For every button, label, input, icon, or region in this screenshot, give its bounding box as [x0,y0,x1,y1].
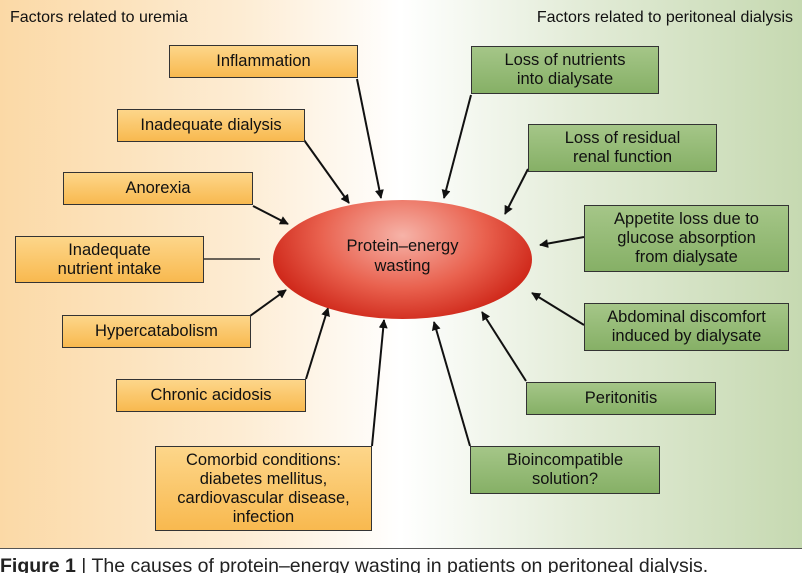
factor-label: Anorexia [125,179,191,197]
dialysis-factors-header: Factors related to peritoneal dialysis [536,9,793,26]
factor-chronic-acidosis: Chronic acidosis [116,379,306,412]
caption-body: The causes of protein–energy wasting in … [91,555,709,573]
factor-label: Hypercatabolism [95,322,218,340]
arrow-hypercatabolism [249,289,287,317]
figure-label: Figure 1 [0,555,76,573]
factor-loss-of-residual-renal-function: Loss of residual renal function [528,124,717,172]
factor-peritonitis: Peritonitis [526,382,716,415]
arrow-layer [204,78,585,447]
figure-caption: Figure 1 | The causes of protein–energy … [0,548,802,573]
protein-energy-wasting-label: Protein–energy wasting [346,236,459,275]
factor-bioincompatible-solution: Bioincompatible solution? [470,446,660,494]
factor-appetite-loss: Appetite loss due to glucose absorption … [584,205,789,272]
arrow-peritonitis [481,311,527,382]
factor-label: Bioincompatible solution? [506,451,624,488]
factor-label: Appetite loss due to glucose absorption … [614,210,759,266]
factor-label: Inadequate nutrient intake [57,240,162,278]
diagram-canvas: Factors related to uremia Factors relate… [0,0,802,548]
arrow-chronic-acidosis [305,307,330,380]
factor-abdominal-discomfort: Abdominal discomfort induced by dialysat… [584,303,789,351]
factor-label: Inadequate dialysis [140,116,282,134]
arrow-appetite-loss [539,236,585,248]
factor-loss-of-nutrients: Loss of nutrients into dialysate [471,46,659,94]
factor-label: Inflammation [216,52,311,70]
arrow-inflammation [356,78,384,199]
factor-inadequate-dialysis: Inadequate dialysis [117,109,305,142]
arrow-anorexia [252,205,289,225]
factor-label: Peritonitis [584,389,658,407]
arrow-inadequate-dialysis [303,139,350,204]
arrow-comorbid-conditions [371,319,388,447]
factor-inadequate-nutrient-intake: Inadequate nutrient intake [15,236,204,283]
arrow-abdominal-discomfort [531,292,585,326]
factor-label: Loss of residual renal function [564,129,681,166]
factor-label: Abdominal discomfort induced by dialysat… [607,308,766,345]
factor-anorexia: Anorexia [63,172,253,205]
caption-text: Figure 1 | The causes of protein–energy … [0,555,708,573]
arrow-bioincompatible-solution [431,321,471,447]
arrow-loss-of-nutrients [441,94,472,199]
arrow-loss-of-residual-renal-function [504,168,529,215]
factor-label: Chronic acidosis [150,386,272,404]
factor-comorbid-conditions: Comorbid conditions: diabetes mellitus, … [155,446,372,531]
uremia-factors-header: Factors related to uremia [10,9,188,26]
protein-energy-wasting-node: Protein–energy wasting [273,200,532,319]
factor-label: Loss of nutrients into dialysate [504,51,626,88]
factor-label: Comorbid conditions: diabetes mellitus, … [177,450,350,526]
factor-inflammation: Inflammation [169,45,358,78]
caption-separator: | [81,555,87,573]
factor-hypercatabolism: Hypercatabolism [62,315,251,348]
